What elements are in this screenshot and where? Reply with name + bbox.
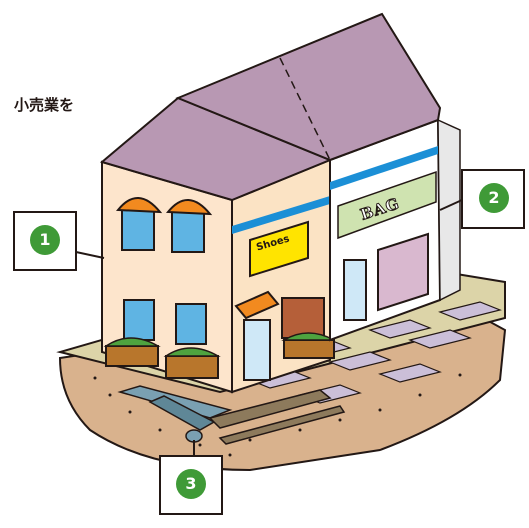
- callout-1-number: 1: [39, 230, 51, 249]
- callout-2: [439, 169, 525, 229]
- pipes: [117, 385, 346, 445]
- callout-3-number: 3: [185, 474, 197, 493]
- callout-1: [13, 211, 105, 271]
- callout-2-number: 2: [488, 188, 500, 207]
- soil-dots: [93, 373, 462, 457]
- callout-3: [159, 440, 223, 515]
- left-building: [99, 96, 335, 394]
- caption-text: 小売業を: [14, 96, 75, 114]
- right-building: [175, 12, 461, 342]
